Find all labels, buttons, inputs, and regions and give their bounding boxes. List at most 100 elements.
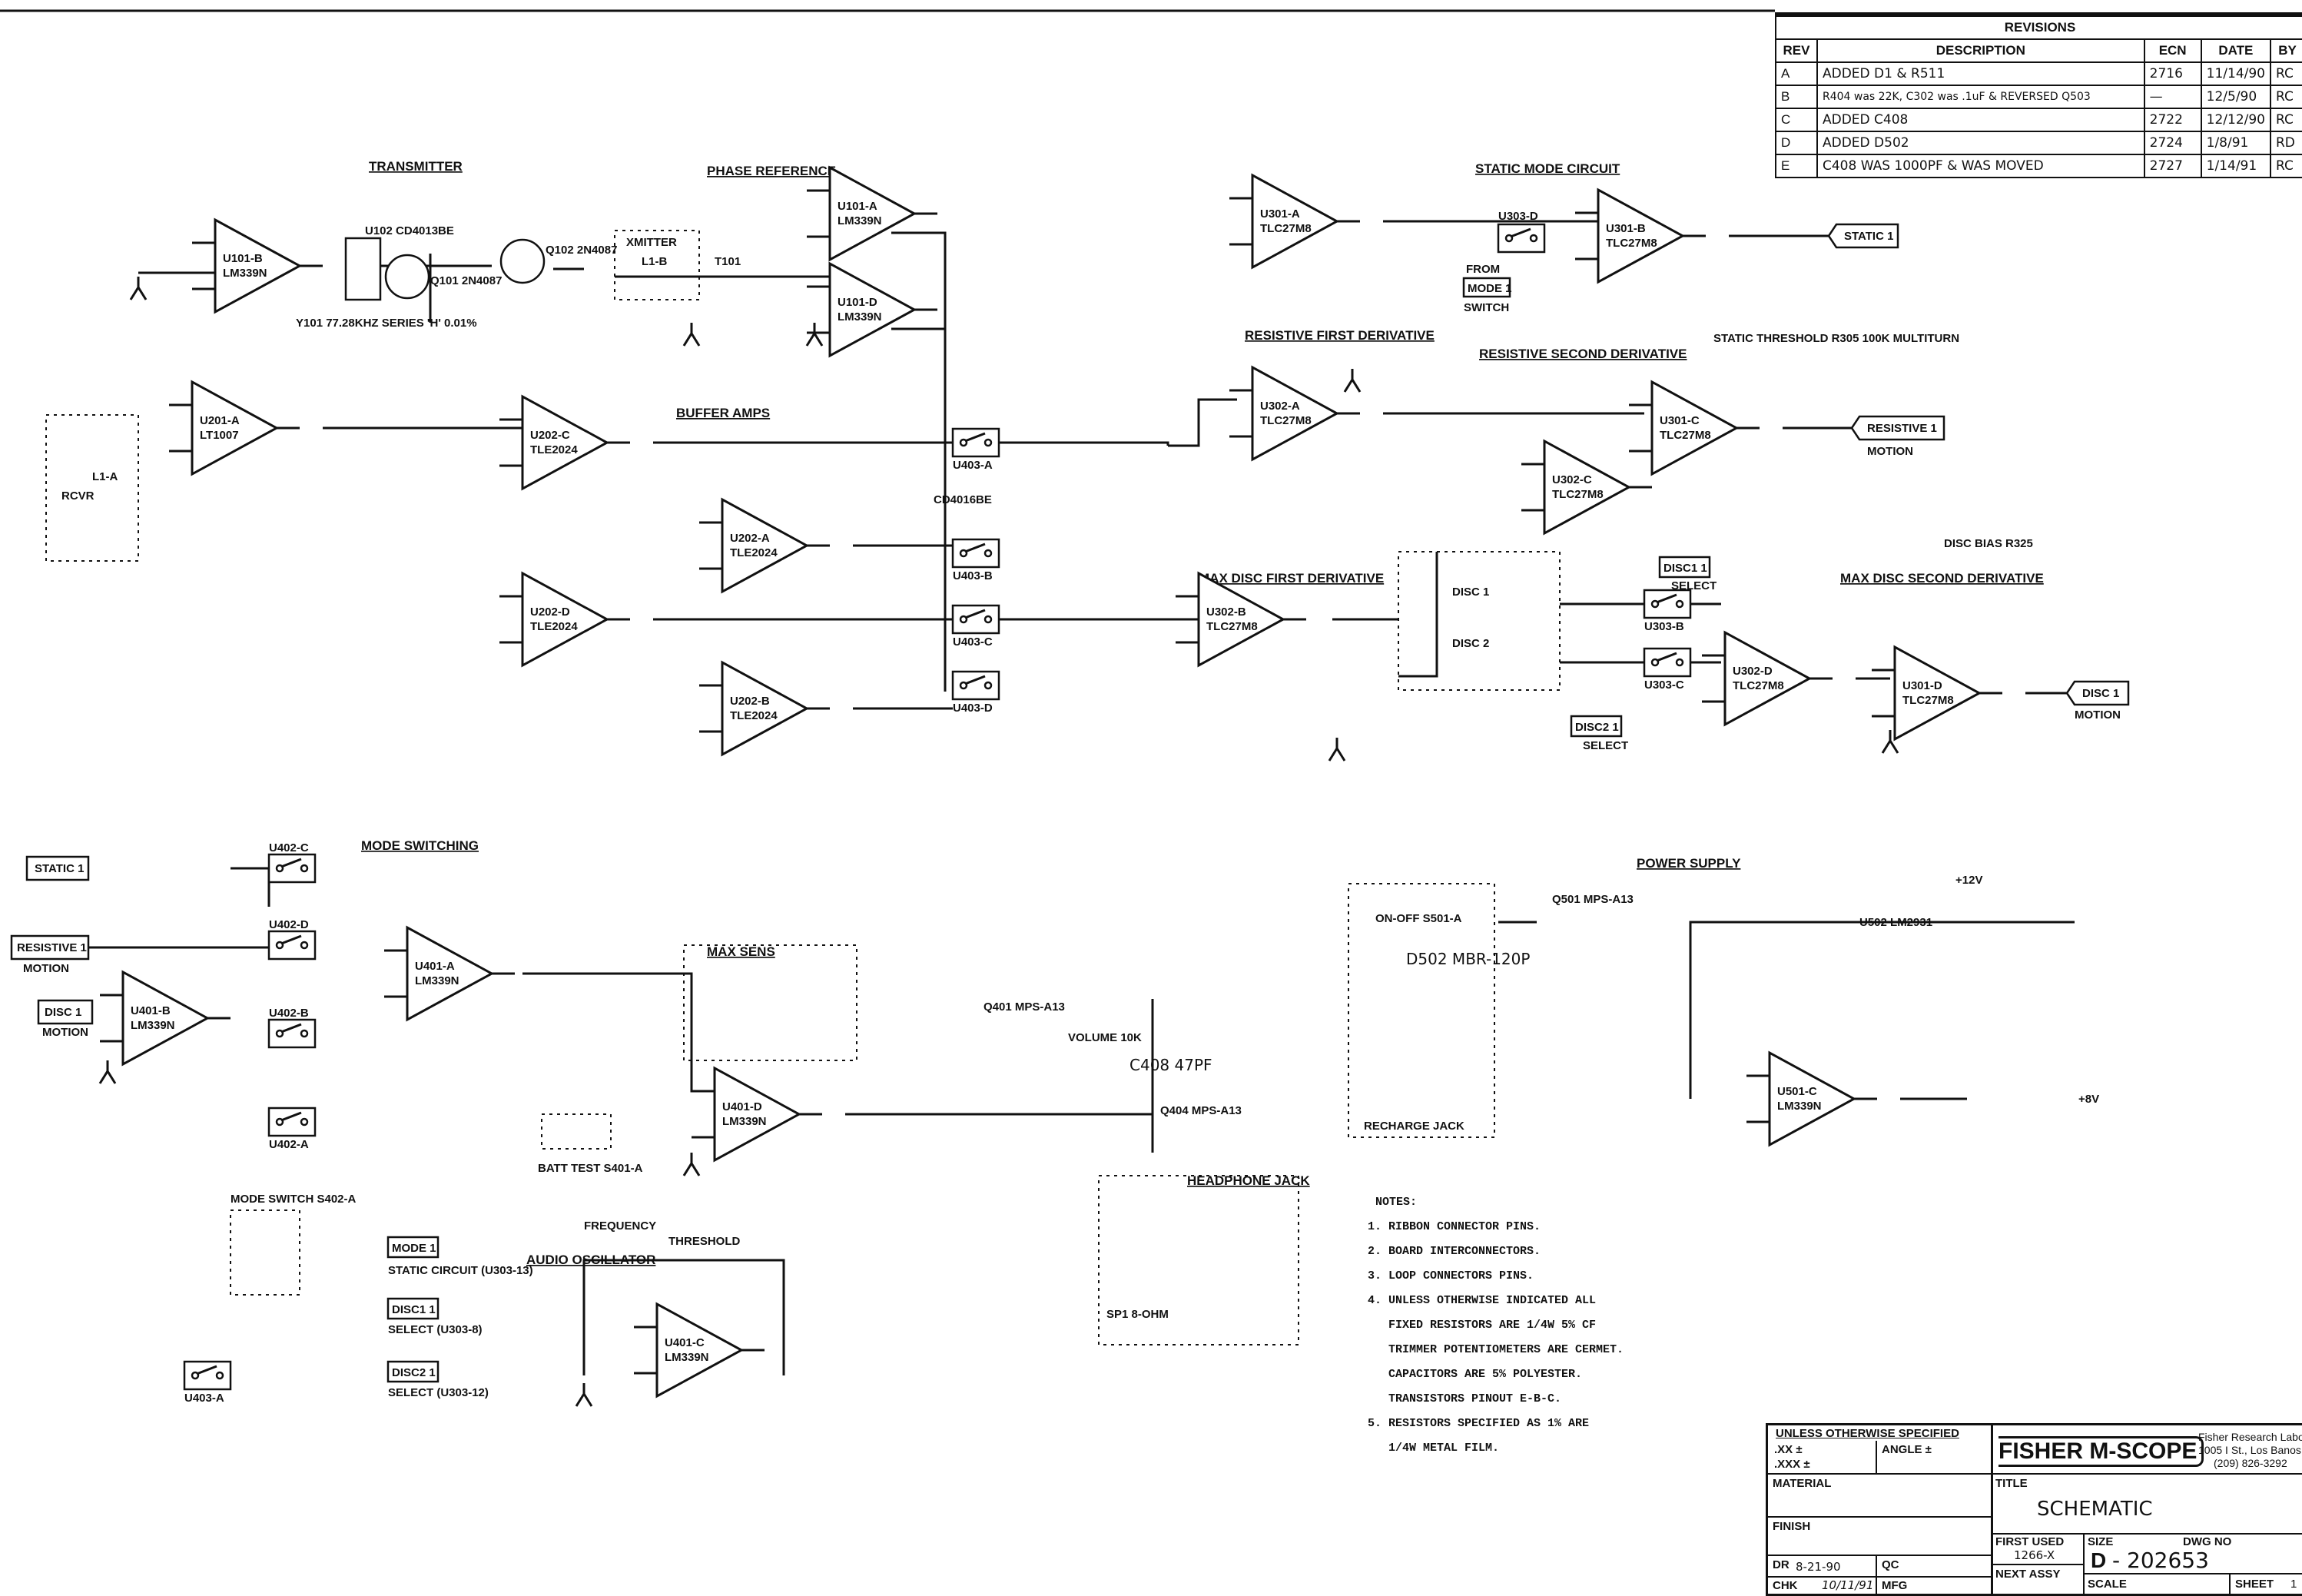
col-by: BY bbox=[2270, 38, 2302, 63]
mode-switch-box bbox=[230, 1209, 300, 1296]
mode-switch-label: MODE SWITCH S402-A bbox=[231, 1193, 357, 1206]
section-headphone-jack: HEADPHONE JACK bbox=[1187, 1173, 1310, 1188]
svg-text:LM339N: LM339N bbox=[415, 974, 459, 987]
q101-transistor bbox=[384, 254, 430, 300]
svg-text:U101-B: U101-B bbox=[223, 252, 263, 265]
svg-text:SELECT (U303-8): SELECT (U303-8) bbox=[388, 1323, 483, 1336]
svg-text:TRIMMER POTENTIOMETERS ARE CER: TRIMMER POTENTIOMETERS ARE CERMET. bbox=[1368, 1343, 1624, 1356]
tolerance-xx: .XX ± bbox=[1774, 1443, 1803, 1456]
svg-text:SELECT (U303-12): SELECT (U303-12) bbox=[388, 1386, 489, 1399]
opamp-u301c: U301-C TLC27M8 bbox=[1627, 380, 1761, 476]
svg-text:TLE2024: TLE2024 bbox=[730, 546, 778, 559]
svg-text:U201-A: U201-A bbox=[200, 414, 240, 427]
svg-text:FROM: FROM bbox=[1466, 263, 1500, 276]
svg-text:U202-B: U202-B bbox=[730, 695, 770, 708]
svg-text:TLC27M8: TLC27M8 bbox=[1260, 414, 1312, 427]
frequency-label: FREQUENCY bbox=[584, 1219, 656, 1233]
u102-label: U102 CD4013BE bbox=[365, 224, 454, 237]
c408-label: C408 47PF bbox=[1129, 1056, 1212, 1074]
revisions-title: REVISIONS bbox=[1775, 14, 2302, 40]
qc-label: QC bbox=[1882, 1558, 1899, 1571]
plus12v-label: +12V bbox=[1955, 874, 1982, 887]
svg-text:FIXED RESISTORS ARE 1/4W 5% CF: FIXED RESISTORS ARE 1/4W 5% CF bbox=[1368, 1319, 1596, 1332]
t101-label: T101 bbox=[715, 255, 741, 268]
svg-text:U302-C: U302-C bbox=[1552, 473, 1592, 486]
coil-a-label: L1-A bbox=[92, 470, 118, 483]
svg-text:TLC27M8: TLC27M8 bbox=[1660, 429, 1711, 442]
mfg-label: MFG bbox=[1882, 1579, 1908, 1592]
coil-b-label: L1-B bbox=[642, 255, 668, 268]
chk-date: 10/11/91 bbox=[1822, 1578, 1874, 1592]
svg-text:RESISTIVE 1: RESISTIVE 1 bbox=[17, 941, 87, 954]
section-max-disc-first: MAX DISC FIRST DERIVATIVE bbox=[1199, 571, 1384, 586]
svg-text:MOTION: MOTION bbox=[23, 962, 69, 975]
onoff-label: ON-OFF S501-A bbox=[1375, 912, 1462, 925]
opamp-u201a: U201-A LT1007 bbox=[168, 380, 301, 476]
svg-text:SWITCH: SWITCH bbox=[1464, 301, 1509, 314]
section-static-mode: STATIC MODE CIRCUIT bbox=[1475, 161, 1620, 176]
next-assy-label: NEXT ASSY bbox=[1995, 1568, 2061, 1581]
tolerance-header: UNLESS OTHERWISE SPECIFIED bbox=[1776, 1427, 1959, 1440]
first-used-value: 1266-X bbox=[2014, 1548, 2055, 1562]
sheet-value: 1 bbox=[2290, 1578, 2297, 1591]
dwg-no-label: DWG NO bbox=[2183, 1535, 2232, 1548]
svg-text:U301-C: U301-C bbox=[1660, 414, 1700, 427]
plus8v-label: +8V bbox=[2078, 1093, 2099, 1106]
svg-text:TLE2024: TLE2024 bbox=[530, 620, 578, 633]
svg-text:LM339N: LM339N bbox=[838, 214, 882, 227]
recharge-label: RECHARGE JACK bbox=[1364, 1120, 1464, 1133]
q101-label: Q101 2N4087 bbox=[430, 274, 502, 287]
first-used-label: FIRST USED bbox=[1995, 1535, 2065, 1548]
volume-label: VOLUME 10K bbox=[1068, 1031, 1142, 1044]
svg-text:3. LOOP CONNECTORS PINS.: 3. LOOP CONNECTORS PINS. bbox=[1368, 1269, 1534, 1282]
svg-text:U403-A: U403-A bbox=[953, 459, 993, 472]
col-rev: REV bbox=[1775, 38, 1818, 63]
svg-text:4. UNLESS OTHERWISE INDICATED: 4. UNLESS OTHERWISE INDICATED ALL bbox=[1368, 1294, 1596, 1307]
svg-text:U401-C: U401-C bbox=[665, 1336, 705, 1349]
svg-text:U303-C: U303-C bbox=[1644, 679, 1684, 692]
title-block: UNLESS OTHERWISE SPECIFIED .XX ± .XXX ± … bbox=[1766, 1423, 2302, 1596]
svg-text:U402-D: U402-D bbox=[269, 918, 309, 931]
svg-text:U302-B: U302-B bbox=[1206, 606, 1246, 619]
svg-text:U202-D: U202-D bbox=[530, 606, 570, 619]
svg-text:TLE2024: TLE2024 bbox=[730, 709, 778, 722]
svg-text:U202-A: U202-A bbox=[730, 532, 770, 545]
section-max-sens: MAX SENS bbox=[707, 944, 775, 959]
headphone-box bbox=[1098, 1175, 1299, 1345]
connector-static-out: STATIC 1 bbox=[1827, 223, 1899, 249]
dr-date: 8-21-90 bbox=[1796, 1560, 1841, 1574]
svg-text:LM339N: LM339N bbox=[223, 267, 267, 280]
q404-label: Q404 MPS-A13 bbox=[1160, 1104, 1242, 1117]
section-resistive-first: RESISTIVE FIRST DERIVATIVE bbox=[1245, 328, 1435, 343]
title-label: TITLE bbox=[1995, 1477, 2028, 1490]
svg-text:LT1007: LT1007 bbox=[200, 429, 239, 442]
tolerance-angle: ANGLE ± bbox=[1882, 1443, 1932, 1456]
svg-text:STATIC 1: STATIC 1 bbox=[1844, 230, 1893, 243]
svg-text:SELECT: SELECT bbox=[1671, 579, 1717, 592]
company-phone: (209) 826-3292 bbox=[2214, 1457, 2287, 1469]
static-threshold-label: STATIC THRESHOLD R305 100K MULTITURN bbox=[1713, 332, 1959, 345]
material-label: MATERIAL bbox=[1773, 1477, 1832, 1490]
batt-test-label: BATT TEST S401-A bbox=[538, 1162, 643, 1175]
switch-u403c: U403-C bbox=[951, 604, 1000, 649]
section-max-disc-second: MAX DISC SECOND DERIVATIVE bbox=[1840, 571, 2044, 586]
svg-text:CAPACITORS ARE 5% POLYESTER.: CAPACITORS ARE 5% POLYESTER. bbox=[1368, 1368, 1582, 1381]
svg-text:U301-B: U301-B bbox=[1606, 222, 1646, 235]
section-resistive-second: RESISTIVE SECOND DERIVATIVE bbox=[1479, 347, 1687, 361]
switch-u402b: U402-B bbox=[267, 1007, 317, 1049]
